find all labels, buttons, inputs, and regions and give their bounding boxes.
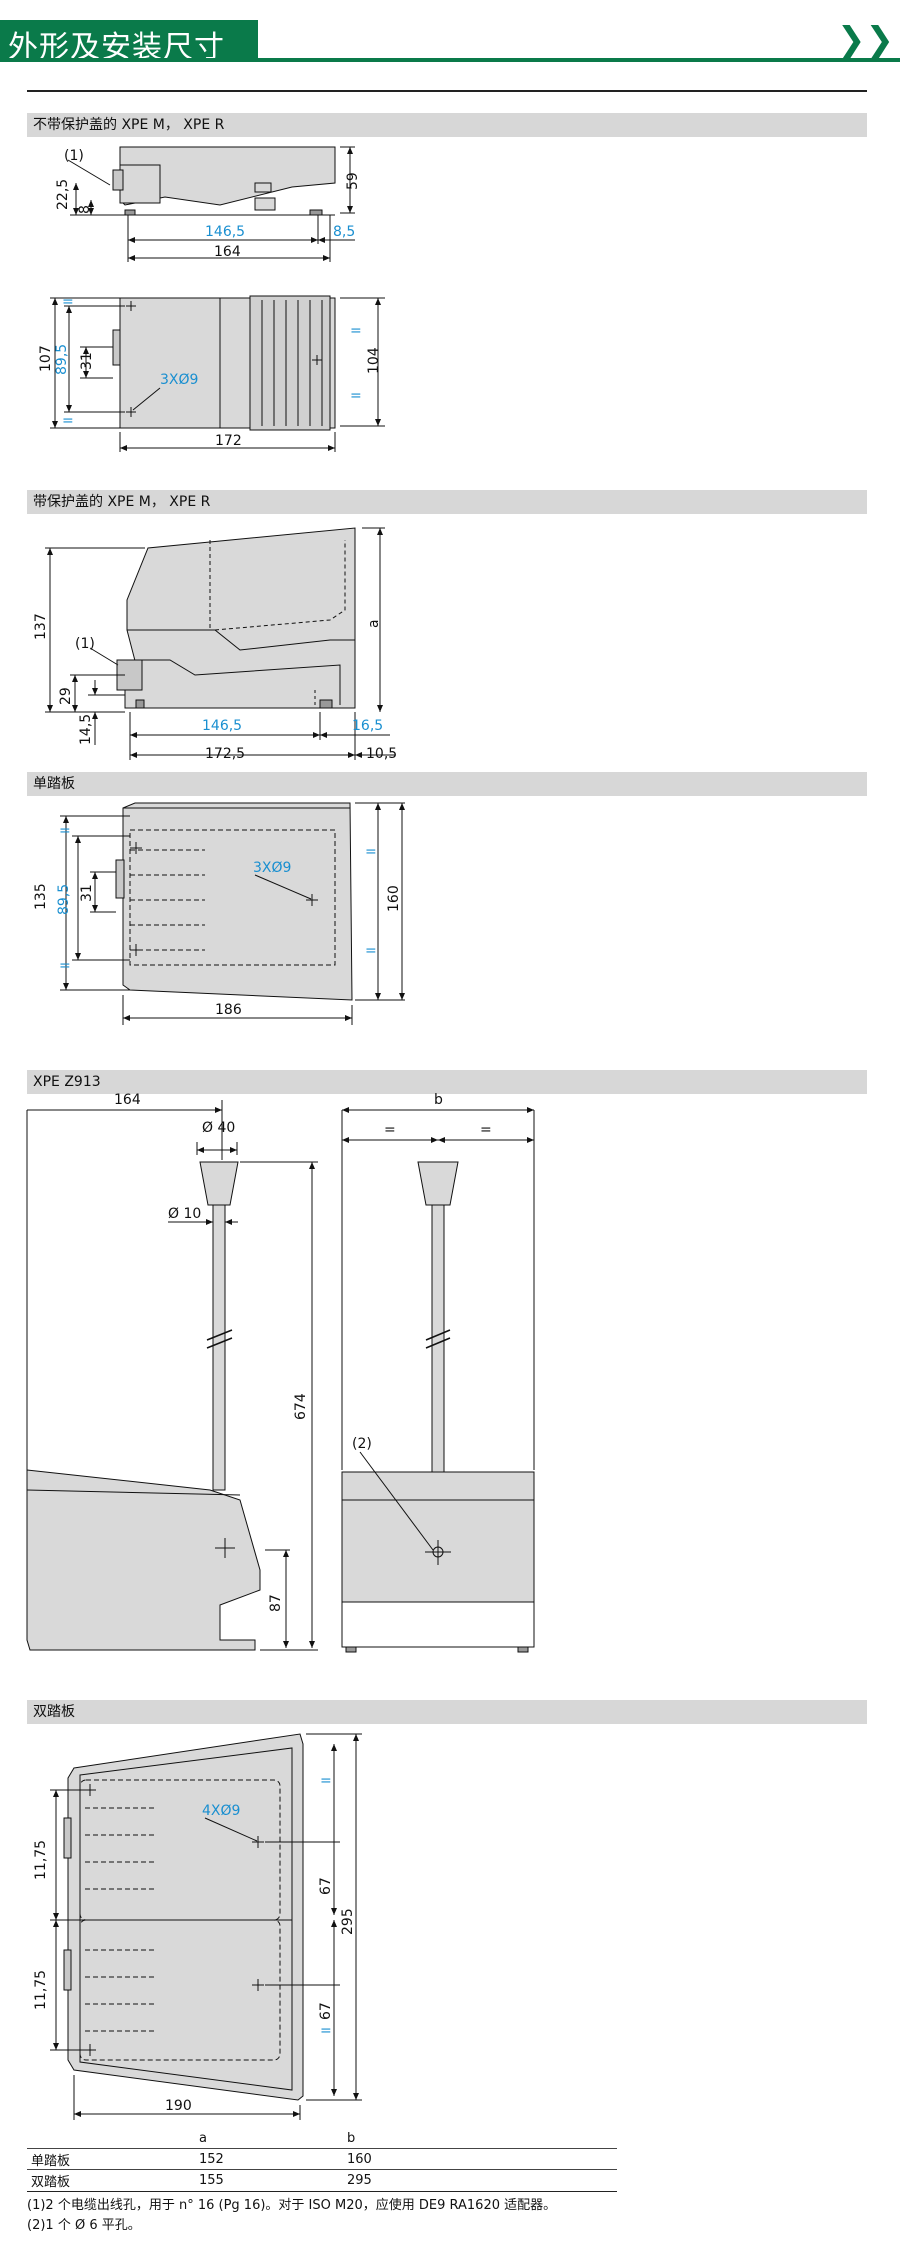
dim-16-5: 16,5 — [352, 718, 383, 734]
hole-label-3x9: 3XØ9 — [253, 860, 291, 876]
drawing-double-pedal — [50, 1733, 362, 2120]
dim-172-5: 172,5 — [205, 746, 245, 762]
eq-mark: = — [59, 823, 71, 839]
dim-8: 8 — [77, 205, 93, 214]
dim-87: 87 — [268, 1594, 284, 1612]
dim-note-2: (2) — [352, 1436, 372, 1452]
section-title-with-cover: 带保护盖的 XPE M， XPE R — [27, 490, 867, 514]
dim-137: 137 — [33, 613, 49, 640]
dimension-table: a b 单踏板 152 160 双踏板 155 295 — [27, 2128, 617, 2190]
top-divider — [27, 90, 867, 92]
page-header: 外形及安装尺寸 ❯❯ — [0, 0, 900, 72]
footnote-2: (2)1 个 Ø 6 平孔。 — [27, 2218, 141, 2233]
eq-mark: = — [320, 1773, 332, 1789]
table-header-cell: b — [347, 2130, 356, 2146]
table-cell: 152 — [195, 2148, 343, 2170]
dim-31: 31 — [79, 352, 95, 370]
dim-146-5: 146,5 — [202, 718, 242, 734]
dim-146-5: 146,5 — [205, 224, 245, 240]
dim-dia-10: Ø 10 — [168, 1206, 201, 1222]
dim-164: 164 — [114, 1092, 141, 1108]
drawing-side-with-cover — [45, 527, 395, 760]
dim-160: 160 — [386, 885, 402, 912]
table-cell: 单踏板 — [27, 2148, 195, 2170]
table-header-cell — [27, 2128, 195, 2149]
table-header-cell: a — [199, 2130, 207, 2146]
title-box — [0, 20, 258, 62]
table-cell: 155 — [195, 2169, 343, 2190]
dim-10-5: 10,5 — [366, 746, 397, 762]
header-rule — [0, 58, 900, 62]
dim-674: 674 — [293, 1393, 309, 1420]
eq-mark: = — [350, 323, 362, 339]
dim-67: 67 — [318, 1877, 334, 1895]
dim-107: 107 — [38, 345, 54, 372]
dim-89-5: 89,5 — [54, 344, 70, 375]
section-title-single-pedal: 单踏板 — [27, 772, 867, 796]
dim-295: 295 — [340, 1908, 356, 1935]
table-cell: 双踏板 — [27, 2169, 195, 2190]
table-header-row: a b — [27, 2128, 617, 2149]
drawing-side-no-cover — [67, 146, 355, 262]
section-title-double-pedal: 双踏板 — [27, 1700, 867, 1724]
table-row: 双踏板 155 295 — [27, 2169, 617, 2190]
hole-label-3x9: 3XØ9 — [160, 372, 198, 388]
dim-8-5: 8,5 — [333, 224, 355, 240]
eq-mark: = — [365, 844, 377, 860]
dim-135: 135 — [33, 883, 49, 910]
drawing-z913-side — [26, 1100, 318, 1651]
dim-59: 59 — [345, 172, 361, 190]
dim-164: 164 — [214, 244, 241, 260]
dim-note-1: (1) — [75, 636, 95, 652]
eq-mark: = — [350, 388, 362, 404]
dim-11-75: 11,75 — [33, 1970, 49, 2010]
dim-29: 29 — [58, 687, 74, 705]
dim-172: 172 — [215, 433, 242, 449]
drawing-single-pedal — [60, 802, 405, 1025]
eq-mark: = — [62, 413, 74, 429]
dim-14-5: 14,5 — [78, 714, 94, 745]
eq-mark: = — [320, 2023, 332, 2039]
dim-a: a — [366, 619, 382, 628]
table-cell: 160 — [343, 2148, 617, 2170]
dim-186: 186 — [215, 1002, 242, 1018]
eq-mark: = — [480, 1122, 492, 1138]
table-bottom-rule — [27, 2191, 617, 2192]
eq-mark: = — [384, 1122, 396, 1138]
chevron-right-icon[interactable]: ❯❯ — [837, 20, 894, 60]
dim-104: 104 — [366, 347, 382, 374]
hole-label-4x9: 4XØ9 — [202, 1803, 240, 1819]
dim-190: 190 — [165, 2098, 192, 2114]
drawing-top-view — [50, 295, 385, 452]
dim-b: b — [434, 1092, 443, 1108]
dim-67: 67 — [318, 2002, 334, 2020]
dim-89-5: 89,5 — [56, 884, 72, 915]
dim-31: 31 — [79, 884, 95, 902]
eq-mark: = — [62, 294, 74, 310]
table-row: 单踏板 152 160 — [27, 2148, 617, 2170]
section-title-without-cover: 不带保护盖的 XPE M， XPE R — [27, 113, 867, 137]
eq-mark: = — [365, 943, 377, 959]
section-title-xpe-z913: XPE Z913 — [27, 1070, 867, 1094]
dim-11-75: 11,75 — [33, 1840, 49, 1880]
footnote-1: (1)2 个电缆出线孔，用于 n° 16 (Pg 16)。对于 ISO M20，… — [27, 2198, 557, 2213]
drawing-z913-front — [341, 1107, 535, 1653]
dim-note-1: (1) — [64, 148, 84, 164]
dim-22-5: 22,5 — [55, 179, 71, 210]
table-cell: 295 — [343, 2169, 617, 2190]
eq-mark: = — [59, 958, 71, 974]
dim-dia-40: Ø 40 — [202, 1120, 235, 1136]
